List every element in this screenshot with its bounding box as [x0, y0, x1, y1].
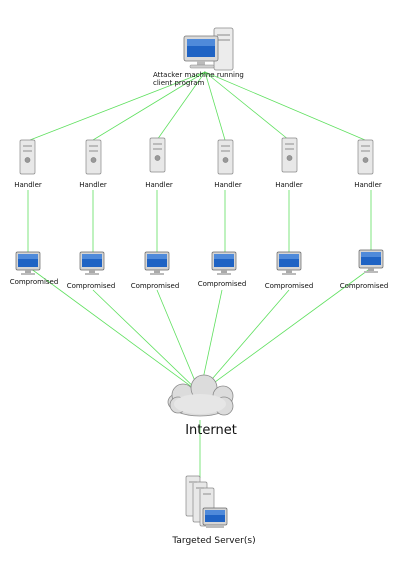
link-compromised-internet-1: [29, 267, 201, 394]
compromised-label-3: Compromised: [130, 282, 180, 290]
link-attacker-handler-4: [204, 71, 226, 141]
server-cluster-icon: [185, 475, 228, 528]
attacker-label: Attacker machine running client program: [153, 71, 244, 87]
link-attacker-handler-3: [156, 71, 206, 141]
desktop-computer-icon: [183, 27, 234, 71]
handler-label-1: Handler: [14, 181, 42, 189]
monitor-icon: [15, 249, 384, 275]
server-tower-icon: [19, 137, 374, 175]
internet-label: Internet: [185, 423, 237, 438]
compromised-label-6: Compromised: [339, 282, 389, 290]
link-compromised-internet-5: [199, 289, 290, 394]
handler-label-6: Handler: [354, 181, 382, 189]
handler-label-5: Handler: [275, 181, 303, 189]
link-compromised-internet-2: [92, 289, 201, 394]
handler-label-4: Handler: [214, 181, 242, 189]
link-attacker-handler-6: [204, 71, 366, 141]
compromised-label-5: Compromised: [264, 282, 314, 290]
target-label: Targeted Server(s): [172, 536, 256, 546]
compromised-label-1: Compromised: [9, 278, 59, 286]
link-attacker-handler-1: [29, 71, 206, 141]
link-attacker-handler-5: [204, 71, 290, 141]
compromised-label-2: Compromised: [66, 282, 116, 290]
handler-label-3: Handler: [145, 181, 173, 189]
cloud-icon: [167, 374, 234, 417]
link-attacker-handler-2: [92, 71, 206, 141]
compromised-label-4: Compromised: [197, 280, 247, 288]
handler-label-2: Handler: [79, 181, 107, 189]
link-compromised-internet-3: [156, 289, 201, 394]
link-compromised-internet-6: [199, 267, 372, 394]
